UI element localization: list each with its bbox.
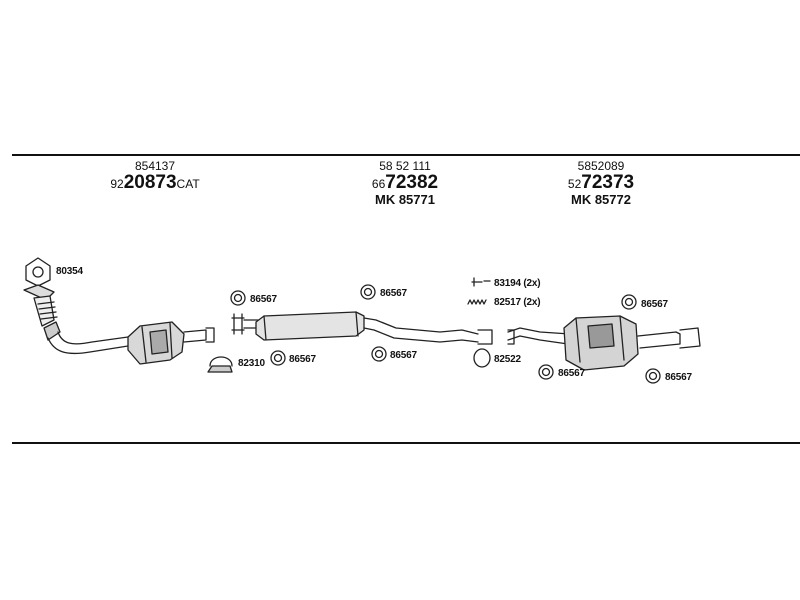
oe-number: 854137 bbox=[134, 159, 176, 173]
rear-silencer-icon bbox=[507, 315, 701, 371]
part-label-mount: 86567 bbox=[558, 368, 585, 379]
connector-sleeve-icon bbox=[231, 313, 259, 335]
kit-number: MK 85772 bbox=[571, 191, 631, 207]
part-label-ring: 82522 bbox=[494, 354, 521, 365]
pipe-clamp-icon bbox=[207, 356, 233, 373]
part-label-mount: 86567 bbox=[390, 350, 417, 361]
part-label-gasket: 80354 bbox=[56, 266, 83, 277]
sealing-ring-icon bbox=[473, 348, 491, 368]
part-label-spring: 82517 (2x) bbox=[494, 297, 541, 308]
rubber-mount-icon bbox=[621, 294, 637, 310]
part-label-mount: 86567 bbox=[250, 294, 277, 305]
part-number: 6672382 bbox=[371, 171, 439, 193]
header-group-middle-silencer: 58 52 111 6672382 MK 85771 bbox=[345, 160, 465, 206]
rubber-mount-icon bbox=[645, 368, 661, 384]
part-label-bolt: 83194 (2x) bbox=[494, 278, 541, 289]
spring-icon bbox=[467, 299, 487, 305]
part-label-mount: 86567 bbox=[289, 354, 316, 365]
part-number: 9220873CAT bbox=[110, 171, 200, 193]
rubber-mount-icon bbox=[360, 284, 376, 300]
oe-number: 58 52 111 bbox=[379, 159, 431, 173]
header-group-rear-silencer: 5852089 5272373 MK 85772 bbox=[541, 160, 661, 206]
rubber-mount-icon bbox=[371, 346, 387, 362]
gasket-icon bbox=[25, 257, 51, 287]
header-group-catalyst: 854137 9220873CAT bbox=[95, 160, 215, 193]
front-pipe-with-catalyst-icon bbox=[23, 284, 215, 365]
bolt-icon bbox=[471, 277, 491, 287]
top-divider bbox=[12, 154, 800, 156]
rubber-mount-icon bbox=[270, 350, 286, 366]
part-label-mount: 86567 bbox=[641, 299, 668, 310]
middle-silencer-icon bbox=[255, 311, 493, 345]
oe-number: 5852089 bbox=[577, 159, 625, 173]
rubber-mount-icon bbox=[230, 290, 246, 306]
kit-number: MK 85771 bbox=[375, 191, 435, 207]
part-number: 5272373 bbox=[567, 171, 635, 193]
rubber-mount-icon bbox=[538, 364, 554, 380]
part-label-mount: 86567 bbox=[380, 288, 407, 299]
bottom-divider bbox=[12, 442, 800, 444]
part-label-clamp: 82310 bbox=[238, 358, 265, 369]
part-label-mount: 86567 bbox=[665, 372, 692, 383]
